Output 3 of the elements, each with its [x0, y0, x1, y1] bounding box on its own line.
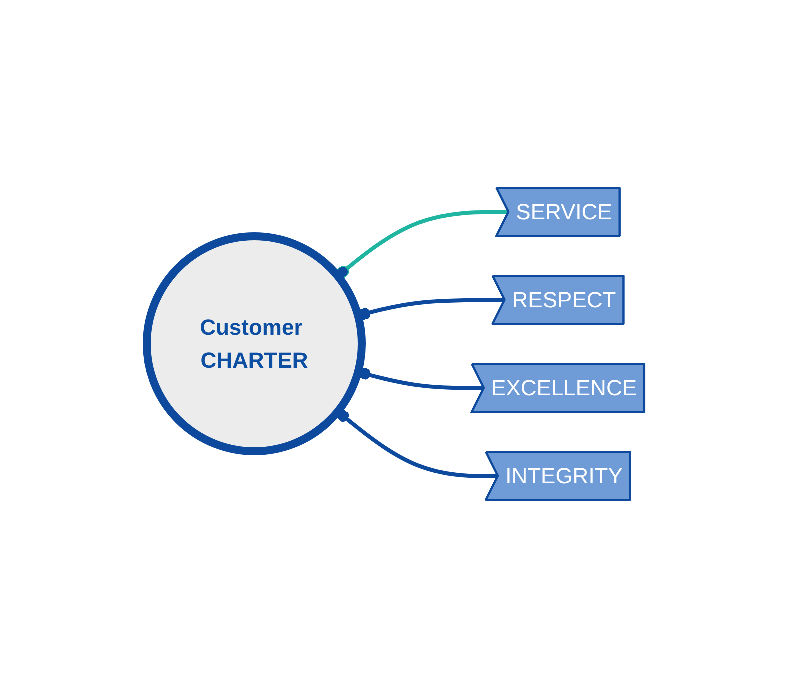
connector	[336, 210, 510, 278]
connector	[336, 410, 499, 478]
node-circle: Customer CHARTER	[143, 232, 366, 456]
